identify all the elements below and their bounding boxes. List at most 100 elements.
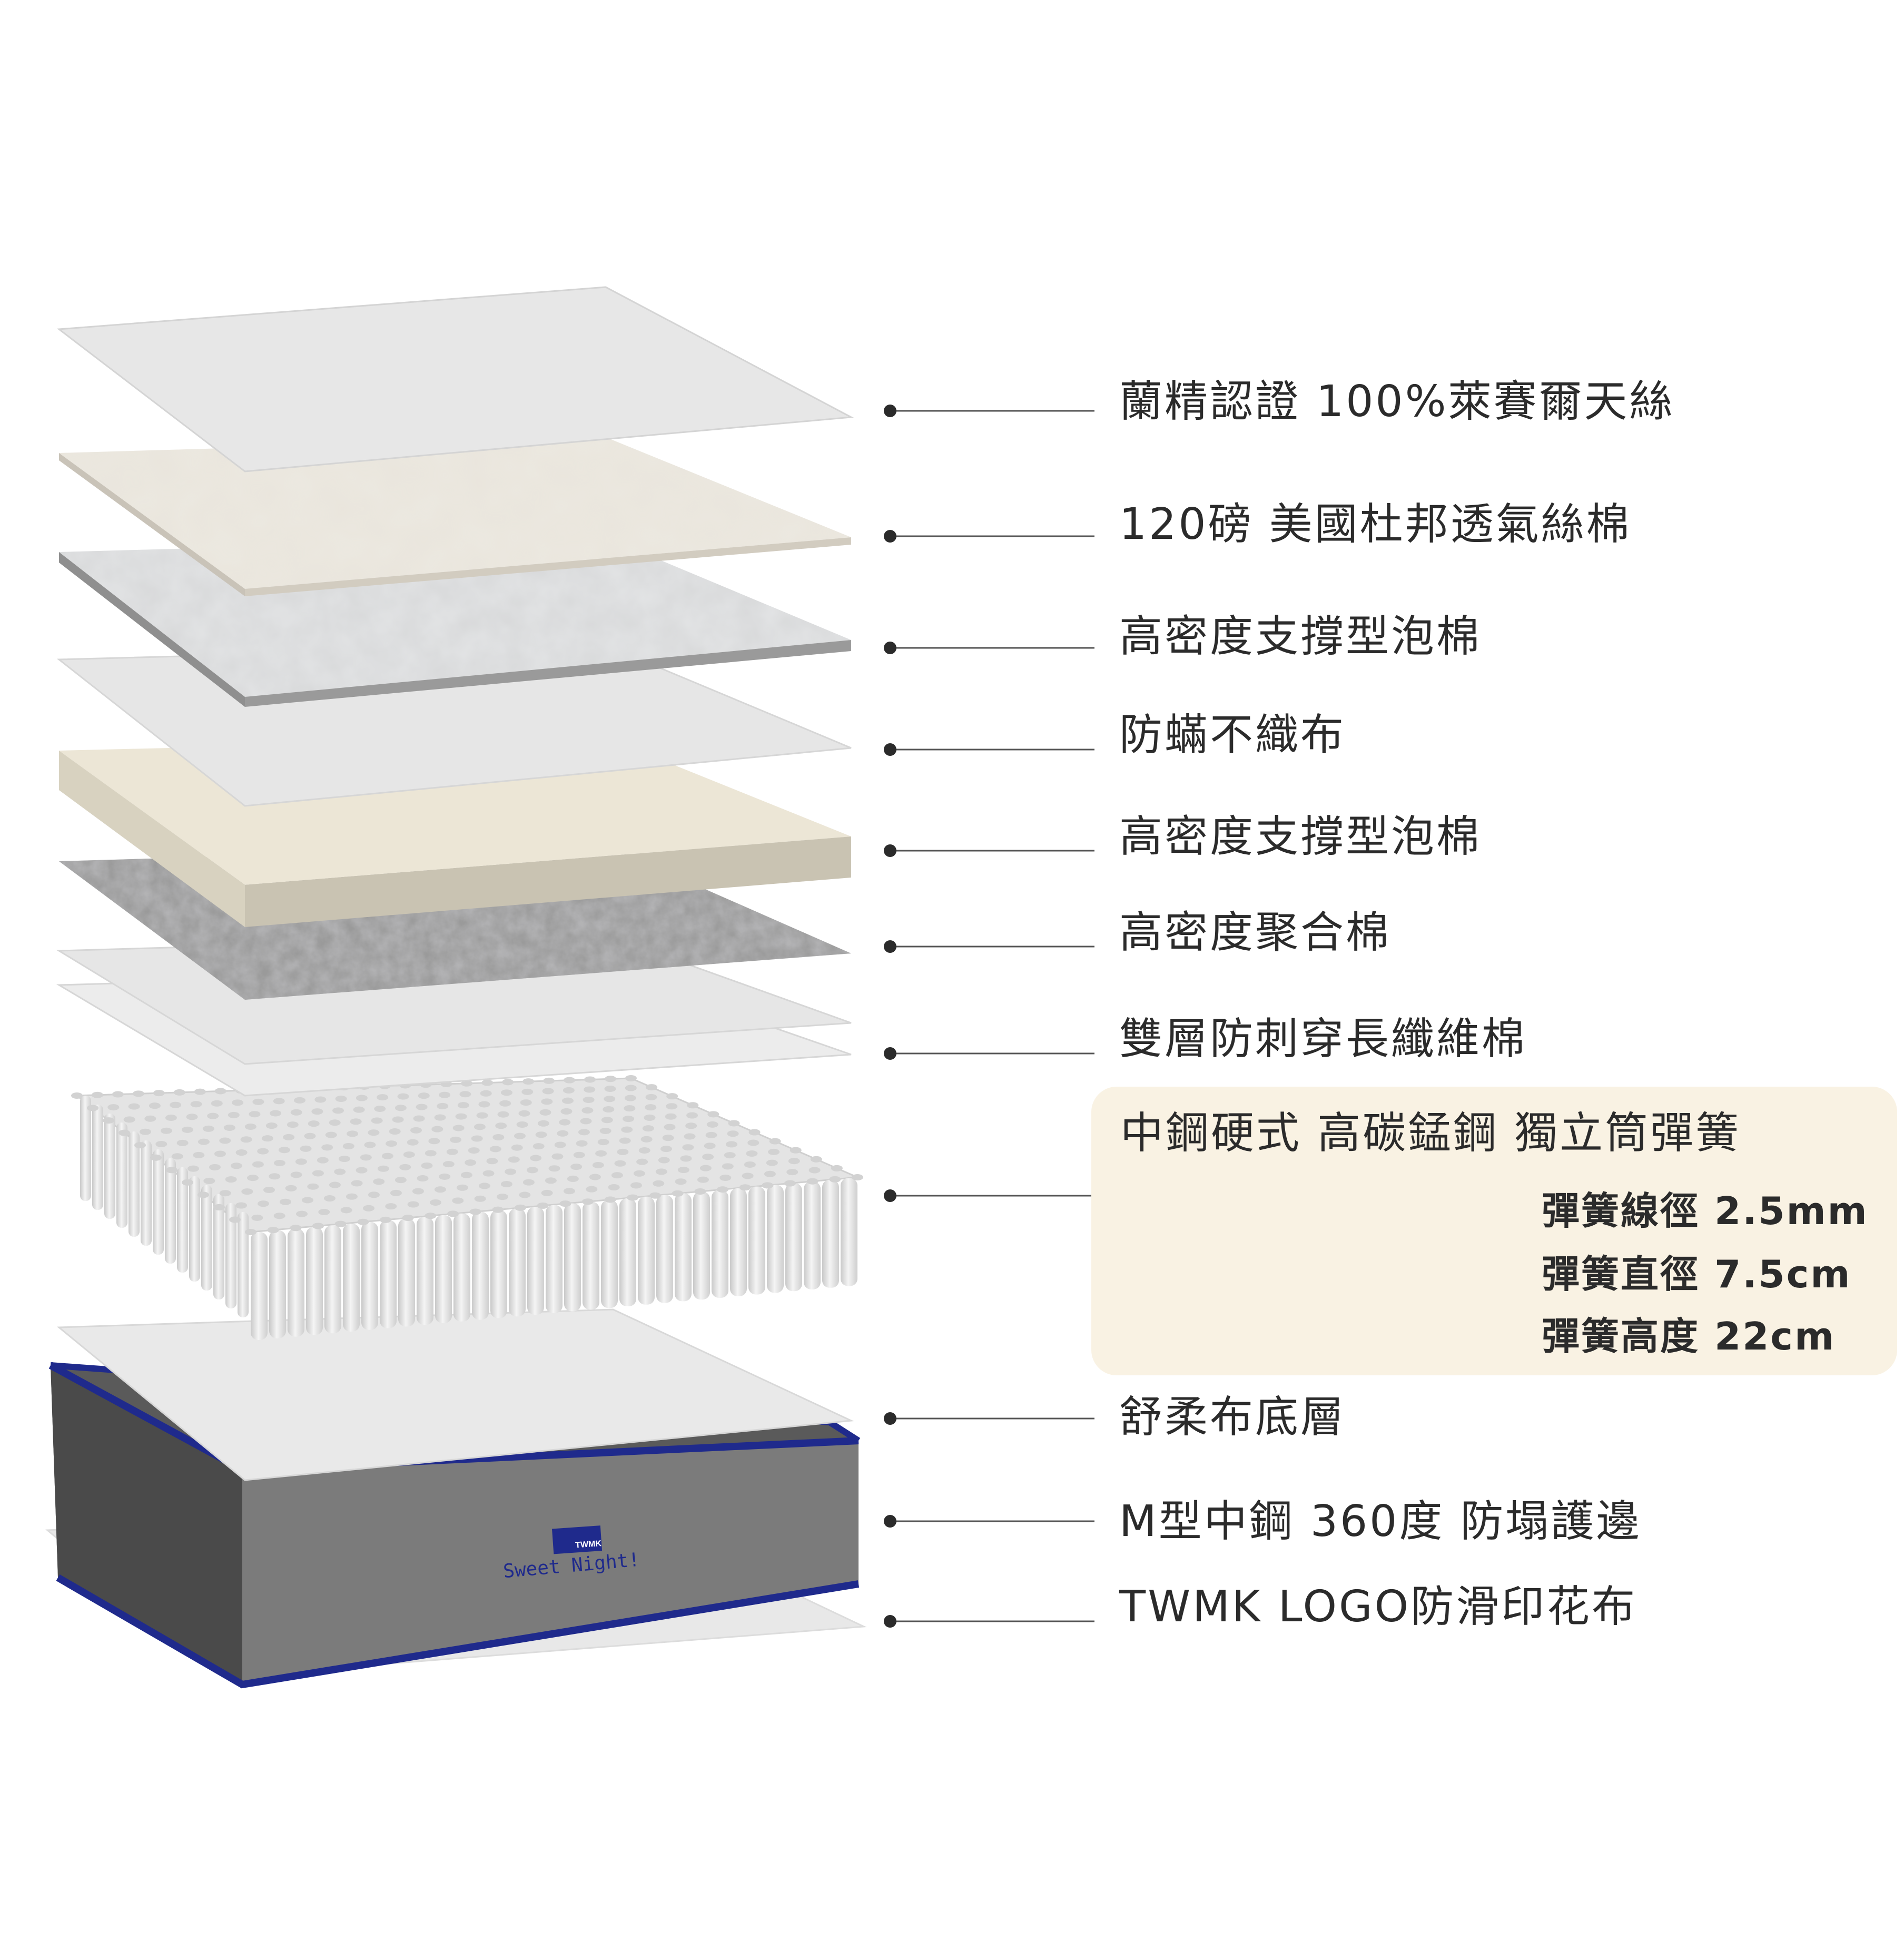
label-support-foam-1: 高密度支撐型泡棉	[1119, 612, 1482, 662]
spring-top	[619, 1137, 631, 1144]
spring-top	[123, 1116, 135, 1123]
spring-top	[563, 1087, 575, 1094]
spring-callout: 中鋼硬式 高碳錳鋼 獨立筒彈簧 彈簧線徑 2.5mm 彈簧直徑 7.5cm 彈簧…	[1091, 1087, 1897, 1375]
spring-top	[394, 1177, 407, 1184]
spring-top	[368, 1191, 380, 1198]
spring-top	[270, 1110, 282, 1117]
spring-top	[707, 1111, 719, 1118]
spring-top	[589, 1174, 601, 1180]
spring-top	[373, 1178, 385, 1185]
spring-top	[682, 1144, 694, 1151]
spring-top	[665, 1113, 677, 1120]
spring-top	[584, 1076, 596, 1083]
spring-top	[627, 1194, 639, 1201]
spring-top	[144, 1115, 156, 1122]
spring-top	[559, 1200, 571, 1207]
spring-coil	[730, 1188, 747, 1296]
spring-top	[764, 1170, 776, 1177]
spring-top	[241, 1188, 253, 1195]
spring-top	[245, 1229, 257, 1235]
spring-top	[580, 1118, 592, 1125]
spring-top	[385, 1203, 397, 1210]
spring-top	[434, 1186, 446, 1193]
spring-top	[611, 1172, 623, 1179]
label-support-foam-2: 高密度支撐型泡棉	[1119, 812, 1482, 862]
spring-top	[686, 1112, 698, 1119]
spring-top	[240, 1136, 252, 1143]
spring-top	[416, 1104, 428, 1110]
spring-top	[645, 1104, 657, 1111]
spring-top	[403, 1151, 415, 1158]
spring-top	[166, 1167, 177, 1174]
spring-top	[624, 1095, 636, 1101]
spring-top	[356, 1167, 368, 1174]
spring-top	[768, 1148, 780, 1155]
spring-top	[465, 1159, 477, 1166]
spring-top	[351, 1180, 363, 1187]
spring-top	[564, 1077, 576, 1084]
spring-top	[332, 1107, 344, 1114]
spring-top	[397, 1093, 409, 1100]
spring-coil	[92, 1105, 103, 1210]
spring-top	[630, 1182, 642, 1189]
spring-top	[261, 1135, 273, 1142]
spring-top	[425, 1213, 437, 1219]
twmk-logo-text: TWMK	[575, 1539, 602, 1550]
spring-top	[786, 1169, 798, 1176]
spring-coil	[656, 1195, 673, 1303]
spring-coil	[564, 1203, 581, 1312]
spring-coil	[417, 1217, 433, 1325]
spring-top	[176, 1139, 189, 1146]
spring-top	[535, 1131, 547, 1138]
spring-top	[442, 1161, 455, 1168]
spring-top	[425, 1150, 437, 1157]
spring-top	[295, 1158, 307, 1165]
spring-coil	[546, 1205, 563, 1313]
spring-coil	[306, 1227, 323, 1335]
spring-coil	[269, 1230, 286, 1338]
spring-top	[312, 1223, 324, 1229]
spring-top	[537, 1202, 549, 1209]
spring-top	[207, 1112, 219, 1119]
spring-top	[273, 1159, 285, 1166]
spring-coil	[251, 1232, 268, 1340]
spring-top	[747, 1139, 759, 1146]
spring-top	[694, 1188, 706, 1195]
spring-top	[301, 1197, 313, 1204]
spring-top	[371, 1117, 383, 1124]
leader-lines	[884, 405, 1094, 1628]
spring-spec-wire-name: 彈簧線徑	[1542, 1189, 1700, 1233]
spring-top	[214, 1150, 226, 1157]
spring-top	[739, 1184, 751, 1191]
spring-top	[748, 1129, 761, 1136]
spring-top	[244, 1124, 257, 1130]
spring-top	[193, 1151, 205, 1158]
spring-top	[697, 1176, 709, 1183]
spring-top	[356, 1095, 368, 1101]
spring-top	[582, 1198, 594, 1205]
spring-top	[583, 1096, 595, 1103]
spring-top	[323, 1195, 336, 1202]
spring-top	[353, 1106, 365, 1113]
spring-spec-height: 彈簧高度 22cm	[1542, 1317, 1836, 1355]
spring-top	[599, 1127, 611, 1134]
spring-top	[232, 1099, 244, 1106]
spring-top	[257, 1148, 269, 1155]
spring-top	[285, 1185, 297, 1191]
spring-top	[625, 1075, 637, 1081]
spring-top	[334, 1168, 346, 1175]
spring-top	[410, 1127, 422, 1134]
spring-top	[584, 1086, 596, 1093]
spring-spec-height-name: 彈簧高度	[1542, 1314, 1700, 1358]
spring-coil	[822, 1179, 839, 1288]
spring-top	[434, 1114, 446, 1121]
spring-top	[437, 1102, 449, 1109]
spring-top	[666, 1093, 678, 1100]
spring-top	[377, 1094, 389, 1101]
spring-top	[413, 1115, 425, 1122]
spring-top	[318, 1209, 330, 1216]
spring-top	[728, 1120, 740, 1127]
spring-top	[640, 1136, 653, 1143]
spring-top	[744, 1161, 756, 1168]
